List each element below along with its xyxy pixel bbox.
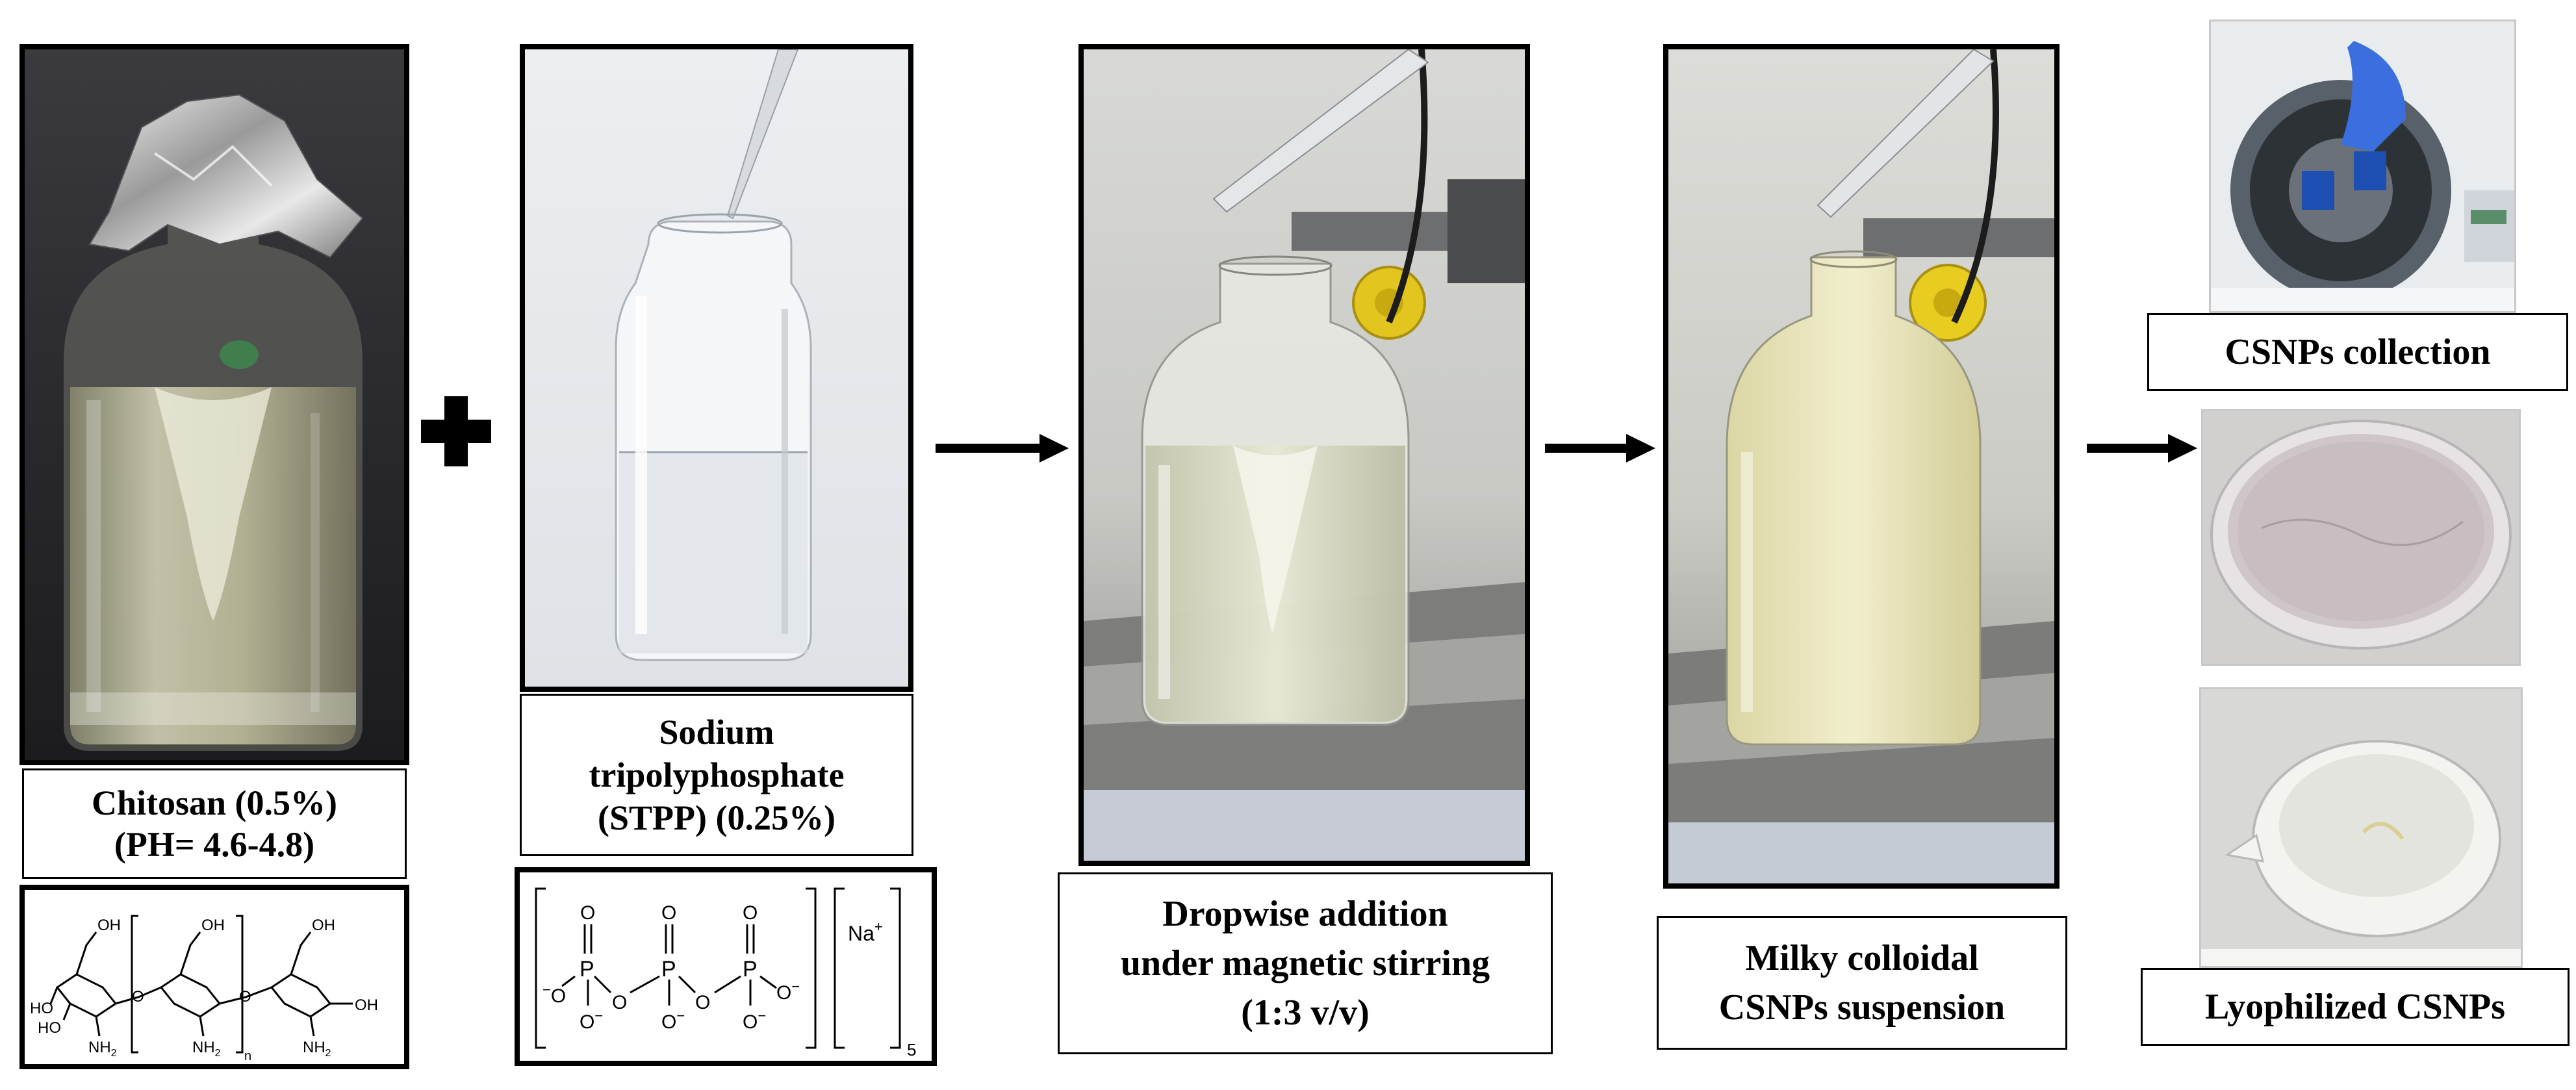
chitosan-label-line2: (PH= 4.6-4.8) [114,825,315,864]
stpp-o-minus-2: O− [661,1008,685,1033]
stpp-label-line2: tripolyphosphate [589,755,845,794]
stpp-o-bridge-1: O [612,992,627,1013]
chitosan-ho-1: HO [30,1000,53,1017]
chitosan-oh-1: OH [97,917,121,934]
chitosan-label-line1: Chitosan (0.5%) [91,783,338,822]
stpp-structure: P P P O O O O O −O O− O− O− O− Na+ 5 [515,867,937,1066]
mortar-photo [2199,687,2523,968]
stpp-o-minus-1: O− [580,1008,603,1033]
milky-label-line1: Milky colloidal [1745,938,1979,978]
chitosan-oh-end: OH [355,996,378,1014]
milky-label-line2: CSNPs suspension [1718,987,2006,1028]
dropwise-label-line3: (1:3 v/v) [1241,993,1370,1033]
milky-label: Milky colloidal CSNPs suspension [1657,916,2067,1050]
dropwise-label: Dropwise addition under magnetic stirrin… [1058,872,1553,1054]
chitosan-o-2: O [239,988,251,1006]
centrifuge-photo [2209,19,2516,313]
chitosan-oh-3: OH [312,917,335,934]
lyophilized-label: Lyophilized CSNPs [2141,968,2570,1046]
chitosan-n-subscript: n [244,1049,251,1063]
chitosan-nh2-2: NH2 [192,1039,221,1059]
stpp-o-top-2: O [661,902,676,924]
dropwise-label-line2: under magnetic stirring [1120,943,1490,983]
stpp-o-top-3: O [743,902,758,924]
petri-dish-photo [2201,409,2521,666]
stpp-p-2: P [661,957,676,982]
right-arrow-icon-3 [2087,434,2197,463]
dropwise-label-line1: Dropwise addition [1162,894,1448,934]
stpp-p-1: P [580,957,594,982]
plus-icon [421,396,491,466]
chitosan-ho-2: HO [38,1019,61,1037]
stpp-o-top-1: O [580,902,595,924]
chitosan-structure: OH OH OH HO HO O O NH2 NH2 NH2 n OH [19,885,409,1069]
stpp-o-minus-3: O− [743,1008,766,1033]
stpp-subscript-5: 5 [907,1040,916,1059]
right-arrow-icon-2 [1545,434,1655,463]
stpp-photo [520,44,913,692]
stpp-label-line1: Sodium [659,713,774,752]
stpp-p-3: P [743,957,758,982]
milky-photo [1663,44,2060,889]
dropwise-photo [1078,44,1530,866]
collection-label-text: CSNPs collection [2225,332,2491,372]
stpp-o-bridge-2: O [695,992,710,1013]
lyophilized-label-text: Lyophilized CSNPs [2204,987,2506,1027]
chitosan-nh2-1: NH2 [88,1039,117,1059]
right-arrow-icon-1 [936,434,1069,463]
stpp-label: Sodium tripolyphosphate (STPP) (0.25%) [520,694,913,856]
stpp-o-minus-left: −O [542,982,566,1007]
chitosan-oh-2: OH [201,917,225,934]
chitosan-label: Chitosan (0.5%) (PH= 4.6-4.8) [22,768,407,879]
chitosan-photo [19,44,409,765]
stpp-na: Na+ [848,919,883,945]
stpp-label-line3: (STPP) (0.25%) [598,798,835,837]
chitosan-nh2-3: NH2 [303,1039,331,1059]
stpp-o-minus-right: O− [776,978,800,1004]
chitosan-o-1: O [132,988,144,1006]
collection-label: CSNPs collection [2147,313,2568,391]
